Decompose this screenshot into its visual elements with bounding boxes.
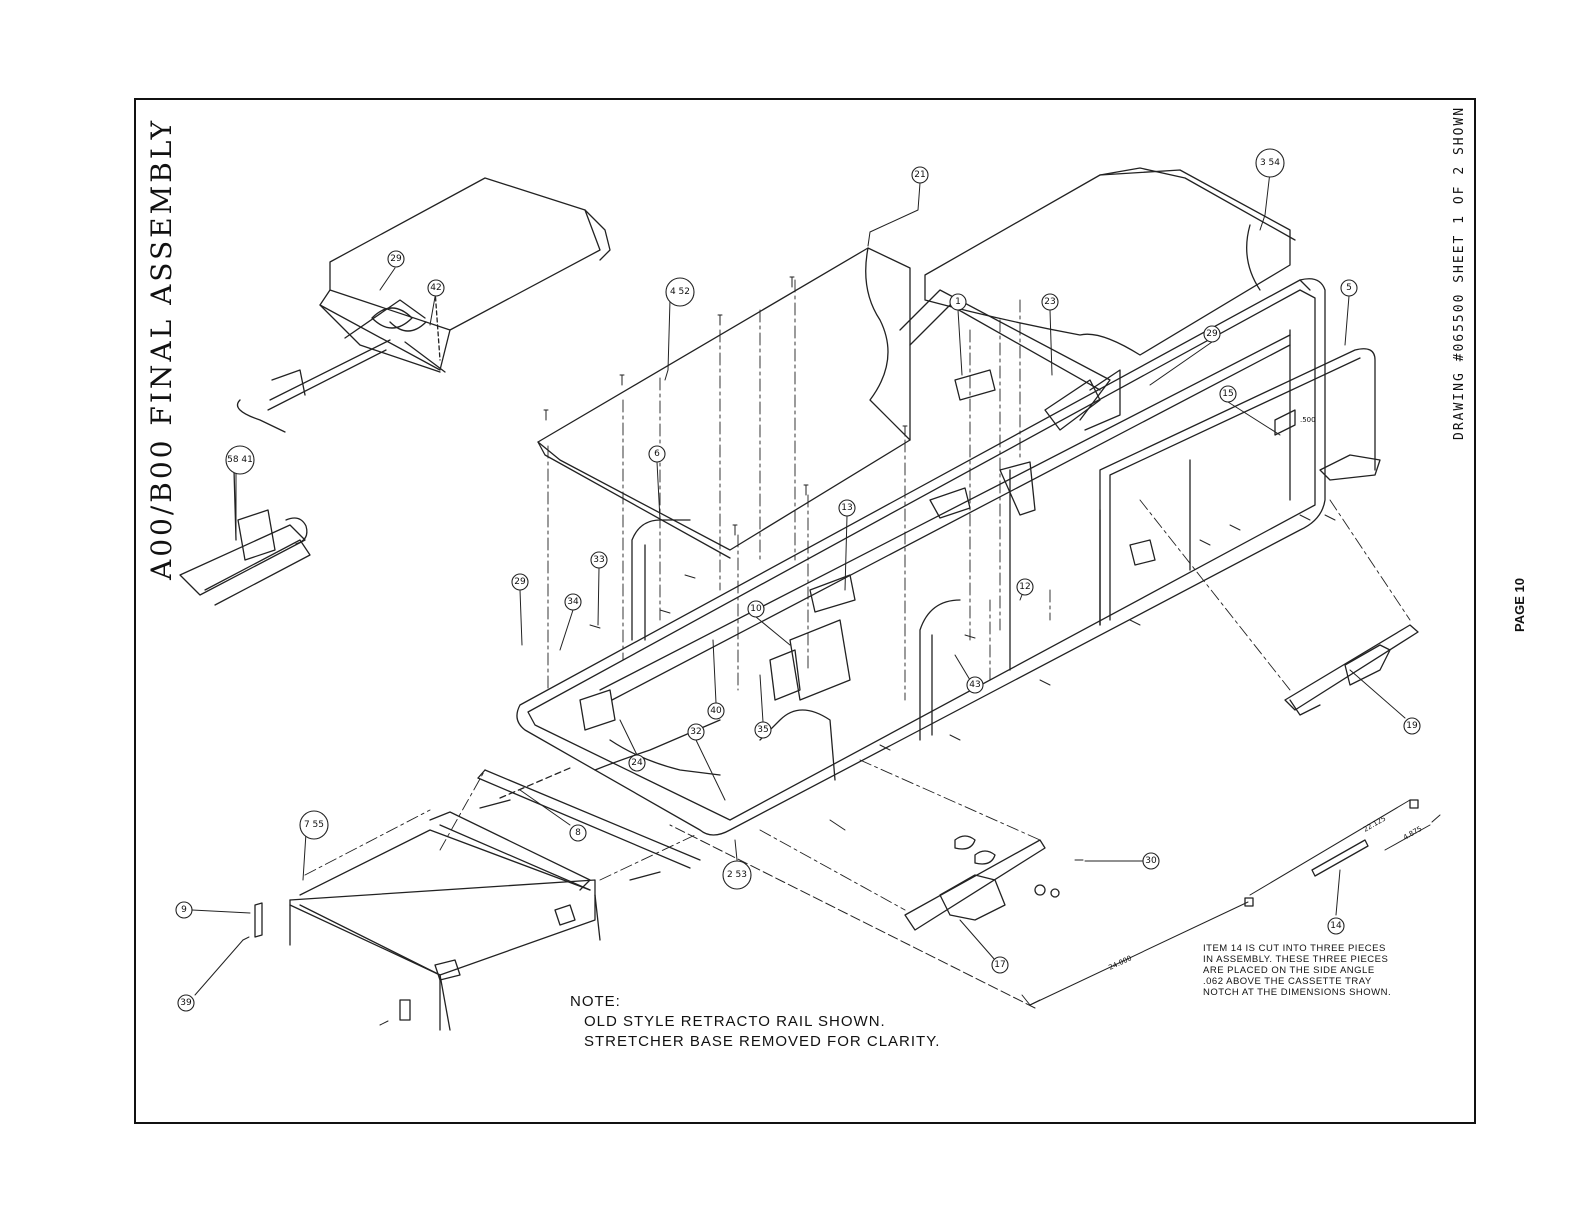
balloon-8: 8 (569, 824, 587, 842)
svg-text:15: 15 (1222, 389, 1233, 399)
svg-text:58 41: 58 41 (227, 455, 253, 465)
balloon-34: 34 (564, 593, 582, 611)
balloon-6: 6 (648, 445, 666, 463)
balloon-58-41: 58 41 (225, 445, 255, 475)
item14-line-1: ITEM 14 IS CUT INTO THREE PIECES (1203, 943, 1386, 954)
svg-text:29: 29 (390, 254, 402, 264)
item14-line-5: NOTCH AT THE DIMENSIONS SHOWN. (1203, 987, 1392, 998)
svg-text:13: 13 (841, 503, 852, 513)
svg-text:24: 24 (631, 758, 643, 768)
item-14-note: ITEM 14 IS CUT INTO THREE PIECES IN ASSE… (1203, 943, 1453, 998)
balloon-19: 19 (1403, 717, 1421, 735)
note-line-2: STRETCHER BASE REMOVED FOR CLARITY. (584, 1033, 941, 1050)
svg-text:6: 6 (654, 449, 660, 459)
balloon-4-52: 4 52 (665, 277, 695, 307)
fasteners (242, 276, 1336, 1026)
balloon-30: 30 (1142, 852, 1160, 870)
svg-text:10: 10 (750, 604, 762, 614)
svg-text:39: 39 (180, 998, 192, 1008)
balloon-15: 15 (1219, 385, 1237, 403)
inset-mattress-illustration (236, 177, 611, 433)
svg-text:29: 29 (514, 577, 526, 587)
balloon-9: 9 (175, 901, 193, 919)
svg-text:40: 40 (710, 706, 722, 716)
balloon-3-54: 3 54 (1255, 148, 1285, 178)
svg-text:4 52: 4 52 (670, 287, 690, 297)
balloon-42: 42 (427, 279, 445, 297)
svg-text:7 55: 7 55 (304, 820, 324, 830)
balloon-40: 40 (707, 702, 725, 720)
balloon-29-main: 29 (1203, 325, 1221, 343)
assembly-lines (304, 279, 1411, 911)
page-number: PAGE 10 (1512, 578, 1527, 632)
note-heading: NOTE: (570, 993, 621, 1010)
svg-text:1: 1 (955, 297, 961, 307)
balloons: 21 3 54 4 52 29 42 5 1 23 29 15 58 41 6 … (175, 148, 1421, 1012)
balloon-32: 32 (687, 723, 705, 741)
balloon-12: 12 (1016, 578, 1034, 596)
balloon-7-55: 7 55 (299, 810, 329, 840)
dimension-lines (669, 799, 1441, 1009)
balloon-24: 24 (628, 754, 646, 772)
balloon-2-53: 2 53 (722, 860, 752, 890)
svg-text:12: 12 (1019, 582, 1030, 592)
drawing-title: A00/B00 FINAL ASSEMBLY (145, 117, 178, 580)
svg-text:9: 9 (181, 905, 187, 915)
svg-text:3 54: 3 54 (1260, 158, 1280, 168)
retracto-rail-assembly (254, 767, 701, 1031)
balloon-14: 14 (1327, 917, 1345, 935)
main-top-panel (537, 167, 1296, 559)
svg-text:14: 14 (1330, 921, 1342, 931)
svg-text:33: 33 (593, 555, 604, 565)
drawing-number-label: DRAWING #065500 SHEET 1 OF 2 SHOWN (1452, 105, 1467, 440)
side-panel-19 (1284, 624, 1419, 716)
main-frame (516, 278, 1381, 836)
balloon-33: 33 (590, 551, 608, 569)
svg-text:19: 19 (1406, 721, 1418, 731)
item14-line-3: ARE PLACED ON THE SIDE ANGLE (1203, 965, 1375, 976)
svg-text:21: 21 (914, 170, 925, 180)
svg-text:17: 17 (994, 960, 1005, 970)
svg-text:5: 5 (1346, 283, 1352, 293)
balloon-29-inset: 29 (387, 250, 405, 268)
svg-text:23: 23 (1044, 297, 1055, 307)
balloon-23: 23 (1041, 293, 1059, 311)
svg-text:34: 34 (567, 597, 579, 607)
svg-text:8: 8 (575, 828, 581, 838)
note-block: NOTE: OLD STYLE RETRACTO RAIL SHOWN. STR… (570, 992, 940, 1052)
side-panel-17 (904, 835, 1060, 931)
item14-line-2: IN ASSEMBLY. THESE THREE PIECES (1203, 954, 1389, 965)
balloon-35: 35 (754, 721, 772, 739)
balloon-39: 39 (177, 994, 195, 1012)
note-line-1: OLD STYLE RETRACTO RAIL SHOWN. (584, 1013, 886, 1030)
svg-text:2 53: 2 53 (727, 870, 747, 880)
balloon-1: 1 (949, 293, 967, 311)
svg-text:29: 29 (1206, 329, 1218, 339)
balloon-43: 43 (966, 676, 984, 694)
drawing-border (134, 98, 1476, 1124)
svg-text:43: 43 (969, 680, 980, 690)
svg-text:42: 42 (430, 283, 441, 293)
svg-text:35: 35 (757, 725, 768, 735)
balloon-29-left: 29 (511, 573, 529, 591)
balloon-17: 17 (991, 956, 1009, 974)
svg-text:30: 30 (1145, 856, 1157, 866)
svg-text:32: 32 (690, 727, 701, 737)
balloon-13: 13 (838, 499, 856, 517)
balloon-21: 21 (911, 166, 929, 184)
balloon-10: 10 (747, 600, 765, 618)
item14-line-4: .062 ABOVE THE CASSETTE TRAY (1203, 976, 1372, 987)
svg-text:.500: .500 (1300, 416, 1316, 424)
item-14-strip (1244, 799, 1419, 907)
balloon-5: 5 (1340, 279, 1358, 297)
balloon-leaders (191, 171, 1406, 996)
